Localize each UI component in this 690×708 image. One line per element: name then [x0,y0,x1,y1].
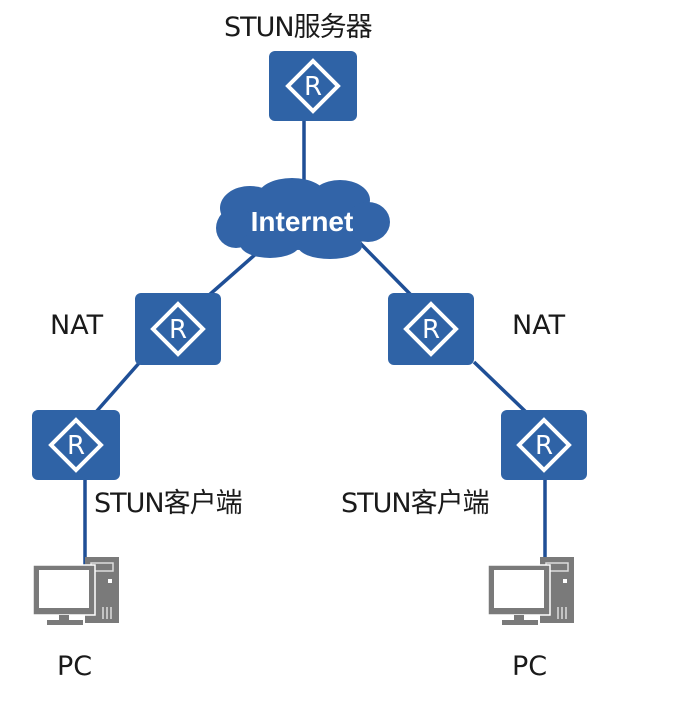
internet-cloud: Internet [216,178,390,259]
pc-right-label: PC [512,651,548,682]
nat-right-label: NAT [512,310,566,341]
internet-label: Internet [251,206,354,237]
pc-left-label: PC [57,651,93,682]
links [83,120,547,576]
stun-server-label: STUN服务器 [224,12,373,43]
stun-client-right-label: STUN客户端 [341,488,490,519]
link-nat-left-client-left [94,360,142,414]
stun-client-right-router [501,410,587,480]
stun-client-left-router [32,410,120,480]
nat-left-label: NAT [50,310,104,341]
pc-left-icon [32,557,119,625]
nat-right-router [388,293,474,365]
stun-client-left-label: STUN客户端 [94,488,243,519]
link-nat-right-client-right [472,360,528,414]
link-internet-nat-left [206,250,260,298]
stun-server-router [269,51,357,121]
link-internet-nat-right [358,241,414,298]
pc-right-icon [487,557,574,625]
nat-left-router [135,293,221,365]
